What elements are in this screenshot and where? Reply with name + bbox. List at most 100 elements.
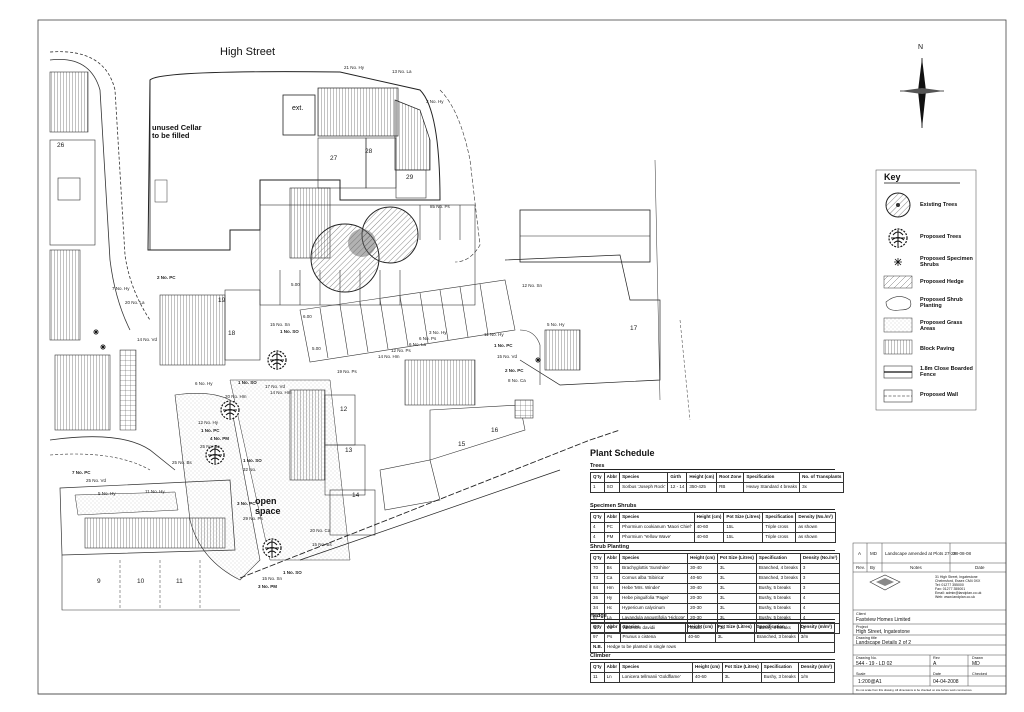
drawing-title-label: Drawing title: [856, 636, 877, 640]
cell: PM: [603, 532, 621, 543]
cell: 3: [799, 573, 841, 584]
planting-label: 1 No. SO: [238, 380, 257, 385]
cell: Hebe pinguifolia 'Pagei': [619, 593, 689, 604]
col-header: Q'ty: [590, 512, 605, 523]
ext-label: ext.: [292, 105, 304, 112]
schedule-section-heading: Specimen Shrubs: [590, 503, 835, 510]
address-line: Email: admin@landplan.co.uk: [935, 591, 982, 595]
drawing-title-value: Landscape Details 2 of 2: [856, 640, 912, 646]
drawing-no-label: Drawing No.: [856, 656, 877, 660]
plot-number: 18: [228, 330, 236, 337]
col-header: Height (cm): [693, 512, 725, 523]
cell: Bushy, 3 breaks: [760, 672, 799, 683]
table-row: 1 SO Sorbus 'Joseph Rock' 12 - 14 350-42…: [590, 482, 845, 493]
planting-label: 8 No. Ca: [508, 378, 526, 383]
cell: Bushy, 5 breaks: [755, 603, 801, 614]
planting-label: 7 No. PC: [72, 470, 91, 475]
cell: Ln: [603, 672, 621, 683]
cell: 3L: [716, 603, 757, 614]
cell: 3L: [716, 593, 757, 604]
planting-label: 15 No. Vd: [497, 354, 518, 359]
planting-label: 2 No. PC: [157, 275, 176, 280]
col-header: Density (No./m²): [795, 512, 836, 523]
checked-label: Checked: [972, 672, 987, 676]
plot-number: 12: [340, 406, 348, 413]
proposed-tree-symbol: [220, 400, 240, 420]
cell: Lonicera tellmanii 'Goldflame': [619, 672, 694, 683]
proposed-tree-symbol: [267, 350, 287, 370]
address-line: Chelmsford, Essex CM4 0XX: [935, 579, 981, 583]
plot-number: 17: [630, 325, 638, 332]
planting-label: 3 No. PC: [237, 501, 256, 506]
cell: 30-40: [687, 563, 718, 574]
plot-number: 26: [57, 142, 65, 149]
planting-label: 25 No. Bs: [172, 460, 192, 465]
cell: 26: [590, 593, 605, 604]
cell: 97: [590, 632, 605, 643]
planting-label: 14 No. Vd: [137, 337, 158, 342]
cell: 73: [590, 573, 605, 584]
key-item-label: Proposed Trees: [920, 234, 962, 240]
plot-number: 9: [97, 578, 101, 585]
col-header: Density (m/m²): [797, 622, 836, 633]
cell: 3L: [716, 583, 757, 594]
revision-header: Notes: [910, 565, 922, 570]
planting-label: 14 No. Hm: [270, 390, 292, 395]
schedule-section-heading: Shrub Planting: [590, 544, 835, 551]
col-header: Pot Size (Litres): [723, 512, 764, 523]
cell: Hy: [603, 593, 621, 604]
col-header: No. of Transplants: [799, 472, 845, 483]
planting-label: 85 No. Ps: [430, 204, 450, 209]
cell: Heavy Standard 4 breaks: [743, 482, 801, 493]
cell: 4: [590, 522, 605, 533]
planting-label: 1 No. SO: [280, 329, 299, 334]
north-label: N: [918, 44, 924, 51]
note-label: N.B.: [590, 642, 605, 653]
cell: Triple cross: [762, 532, 797, 543]
col-header: Species: [619, 512, 695, 523]
date-label: Date: [933, 672, 942, 676]
cell: RB: [716, 482, 745, 493]
col-header: Q'ty: [590, 553, 605, 564]
col-header: Pot Size (Litres): [714, 622, 755, 633]
col-header: Species: [619, 662, 694, 673]
planting-label: 17 No. Vd: [265, 384, 286, 389]
cell: Ps: [604, 632, 621, 643]
planting-label: 1 No. SO: [283, 570, 302, 575]
cell: 20-30: [687, 603, 718, 614]
col-header: Density (m/m²): [797, 662, 836, 673]
planting-label: 6 No. Ps: [419, 336, 437, 341]
cell: Phormium cookianum 'Maori Chief': [619, 522, 695, 533]
cell: Bushy, 5 breaks: [755, 583, 801, 594]
plot-number: 27: [330, 155, 338, 162]
col-header: Specification: [743, 472, 801, 483]
revision-header: Rev.: [856, 565, 865, 570]
cell: Hypericum calycinum: [619, 603, 689, 614]
cell: 40-60: [693, 522, 725, 533]
col-header: Girth: [667, 472, 688, 483]
col-header: Abbr: [603, 553, 621, 564]
cell: 3x: [799, 482, 845, 493]
key-item-label: Proposed Grass Areas: [920, 320, 963, 332]
rev-value: A: [933, 661, 937, 667]
cell: 4: [799, 593, 841, 604]
cell: Bushy, 5 breaks: [755, 593, 801, 604]
key-symbols: [883, 192, 913, 403]
cell: 4: [590, 532, 605, 543]
address-line: Web: www.landplan.co.uk: [935, 595, 976, 599]
key-item-label: Block Paving: [920, 346, 955, 352]
plot-number: 14: [352, 492, 360, 499]
planting-label: 3 No. PM: [258, 584, 278, 589]
address-line: Tel: 01277 355000: [935, 583, 964, 587]
col-header: Root Zone: [716, 472, 745, 483]
cell: 3: [799, 563, 841, 574]
cell: 3L: [716, 563, 757, 574]
table-row: 4 PM Phormium 'Yellow Wave' 40-60 15L Tr…: [590, 532, 836, 543]
date-value: 04-04-2008: [933, 679, 959, 685]
key-item-label: Proposed Specimen Shrubs: [920, 256, 973, 268]
company-address: 31 High Street, Ingatestone Chelmsford, …: [935, 575, 981, 599]
cell: 350-425: [686, 482, 718, 493]
proposed-tree-symbol: [262, 538, 282, 558]
